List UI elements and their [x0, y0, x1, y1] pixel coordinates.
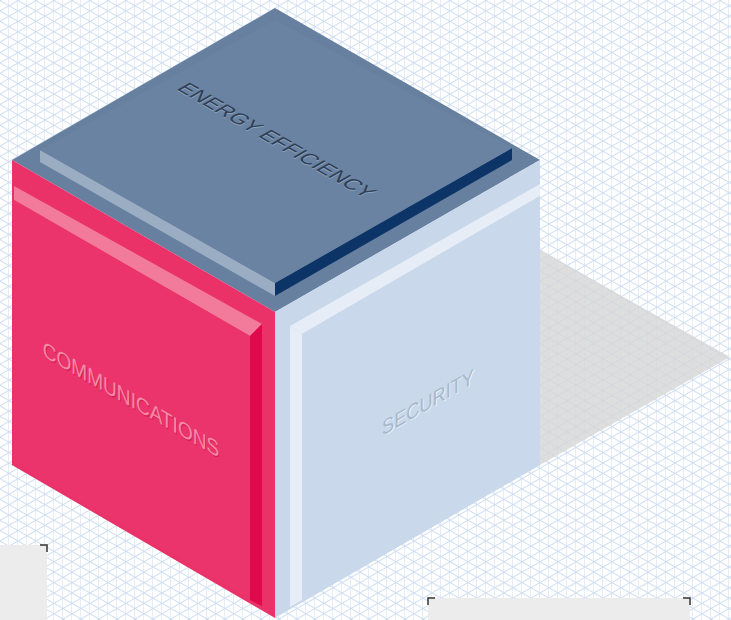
side-panel — [0, 545, 47, 620]
cube-face: COMMUNICATIONS — [12, 160, 275, 618]
side-panel — [428, 598, 690, 620]
corner-bracket — [428, 598, 435, 605]
face-panel — [275, 160, 540, 618]
face-panel — [302, 196, 540, 600]
face-panel — [14, 200, 250, 600]
face-panel — [250, 324, 262, 606]
cube-shadow — [540, 250, 730, 465]
face-panel — [12, 160, 275, 618]
face-outline — [275, 160, 540, 618]
corner-bracket — [683, 598, 690, 605]
cube-face: SECURITY — [275, 160, 540, 618]
face-outline — [12, 160, 275, 618]
corner-bracket — [40, 545, 47, 552]
face-panel — [290, 326, 302, 607]
